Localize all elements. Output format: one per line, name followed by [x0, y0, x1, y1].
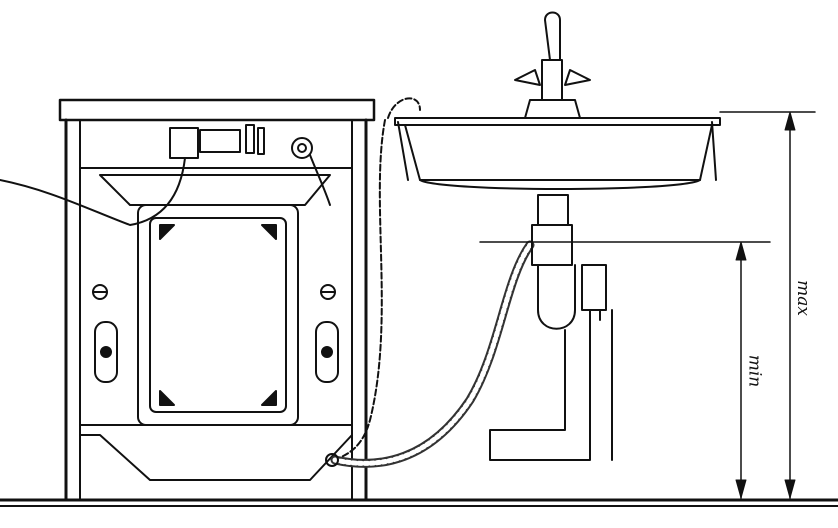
dimension-lines [479, 111, 816, 499]
min-label: min [744, 354, 765, 388]
max-label: max [792, 280, 813, 316]
sink [394, 11, 721, 190]
siphon-trap [489, 194, 613, 461]
washing-machine [0, 98, 376, 502]
floor [0, 498, 838, 507]
drain-hose [325, 97, 535, 468]
